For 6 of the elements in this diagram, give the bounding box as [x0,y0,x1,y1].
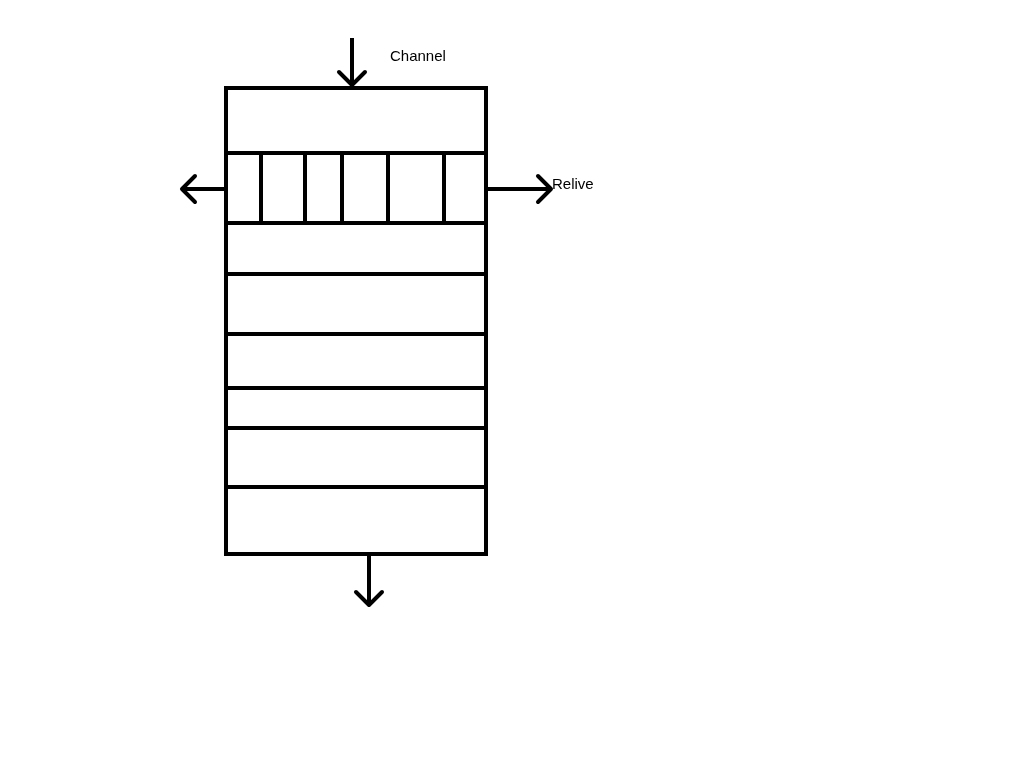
arrow [337,38,367,87]
arrow [488,174,553,204]
divided-rectangle [224,86,488,556]
arrow [354,556,384,607]
arrow [180,174,224,204]
text-label: Relive [552,175,594,193]
